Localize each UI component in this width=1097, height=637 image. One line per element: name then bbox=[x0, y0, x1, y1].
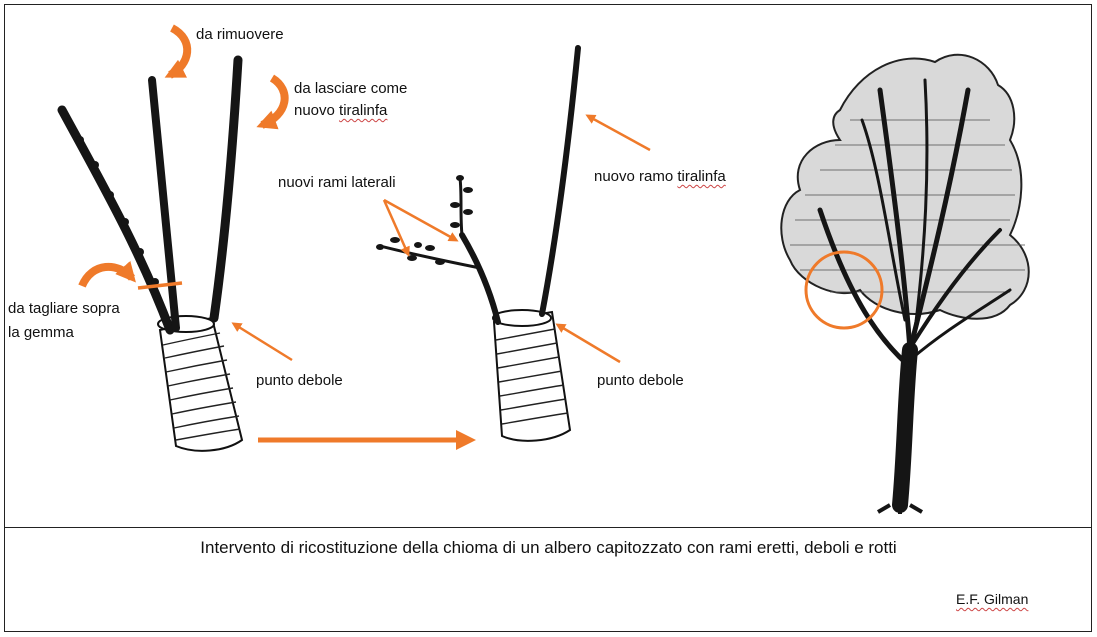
label-weak-point-2: punto debole bbox=[597, 372, 684, 389]
label-remove: da rimuovere bbox=[196, 26, 284, 43]
curved-arrow-remove bbox=[164, 24, 192, 79]
lateral-arrow-a bbox=[383, 198, 459, 242]
label-leave-word: tiralinfa bbox=[339, 102, 388, 119]
bud-bumps-left bbox=[76, 136, 159, 286]
label-weak-point-1: punto debole bbox=[256, 372, 343, 389]
figure-caption: Intervento di ricostituzione della chiom… bbox=[200, 538, 897, 557]
label-leave-prefix: nuovo bbox=[294, 102, 340, 119]
cut-mark bbox=[137, 281, 183, 290]
caption-divider bbox=[4, 527, 1092, 528]
label-cut-line2: la gemma bbox=[8, 324, 74, 341]
lateral-arrow-b bbox=[382, 199, 410, 257]
weak-point-arrow-1 bbox=[231, 322, 293, 362]
label-new-leader-word: tiralinfa bbox=[677, 168, 726, 185]
new-leader-arrow bbox=[585, 114, 651, 152]
weak-union-circle bbox=[804, 250, 884, 330]
stump-middle bbox=[492, 309, 572, 442]
tree-roots bbox=[876, 503, 924, 514]
label-new-lateral: nuovi rami laterali bbox=[278, 174, 396, 191]
weak-point-arrow-2 bbox=[555, 323, 621, 364]
tree-trunk-branches bbox=[817, 78, 1012, 513]
curved-arrow-leave bbox=[256, 74, 289, 130]
label-leave-line2: nuovo tiralinfa bbox=[294, 102, 387, 120]
label-cut-line1: da tagliare sopra bbox=[8, 300, 120, 317]
stump-left bbox=[157, 315, 244, 452]
label-leave-line1: da lasciare come bbox=[294, 80, 408, 97]
figure-credit: E.F. Gilman bbox=[956, 591, 1029, 607]
branches-middle bbox=[378, 45, 581, 325]
label-new-leader-prefix: nuovo ramo bbox=[594, 168, 678, 185]
curved-arrow-cut bbox=[78, 260, 136, 288]
label-new-leader: nuovo ramo tiralinfa bbox=[594, 168, 726, 186]
branches-left bbox=[57, 55, 243, 335]
